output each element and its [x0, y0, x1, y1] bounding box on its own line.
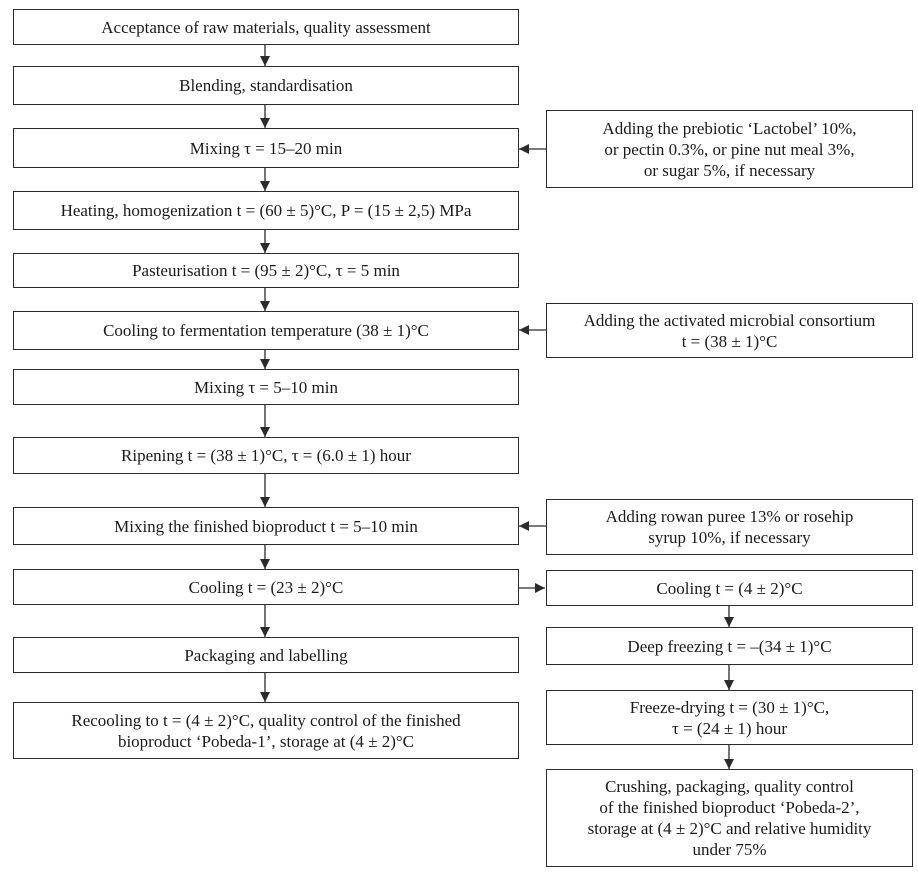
input-rowan-rosehip: Adding rowan puree 13% or rosehip syrup … — [546, 499, 913, 555]
step-ripening: Ripening t = (38 ± 1)°C, τ = (6.0 ± 1) h… — [13, 437, 519, 474]
step-cooling-23: Cooling t = (23 ± 2)°C — [13, 569, 519, 605]
step-acceptance: Acceptance of raw materials, quality ass… — [13, 9, 519, 45]
step-packaging: Packaging and labelling — [13, 637, 519, 673]
branch-crushing-packaging: Crushing, packaging, quality control of … — [546, 769, 913, 867]
step-cooling-fermentation: Cooling to fermentation temperature (38 … — [13, 311, 519, 350]
step-blending: Blending, standardisation — [13, 66, 519, 105]
step-mixing-1: Mixing τ = 15–20 min — [13, 128, 519, 168]
input-prebiotic: Adding the prebiotic ‘Lactobel’ 10%, or … — [546, 110, 913, 188]
branch-cooling-4: Cooling t = (4 ± 2)°C — [546, 570, 913, 606]
step-recooling: Recooling to t = (4 ± 2)°C, quality cont… — [13, 702, 519, 759]
branch-deep-freezing: Deep freezing t = –(34 ± 1)°C — [546, 627, 913, 665]
step-mixing-2: Mixing τ = 5–10 min — [13, 369, 519, 405]
step-heating: Heating, homogenization t = (60 ± 5)°C, … — [13, 191, 519, 230]
branch-freeze-drying: Freeze-drying t = (30 ± 1)°C, τ = (24 ± … — [546, 690, 913, 745]
step-mixing-finished: Mixing the finished bioproduct t = 5–10 … — [13, 507, 519, 545]
step-pasteurisation: Pasteurisation t = (95 ± 2)°C, τ = 5 min — [13, 253, 519, 288]
input-microbial-consortium: Adding the activated microbial consortiu… — [546, 303, 913, 358]
